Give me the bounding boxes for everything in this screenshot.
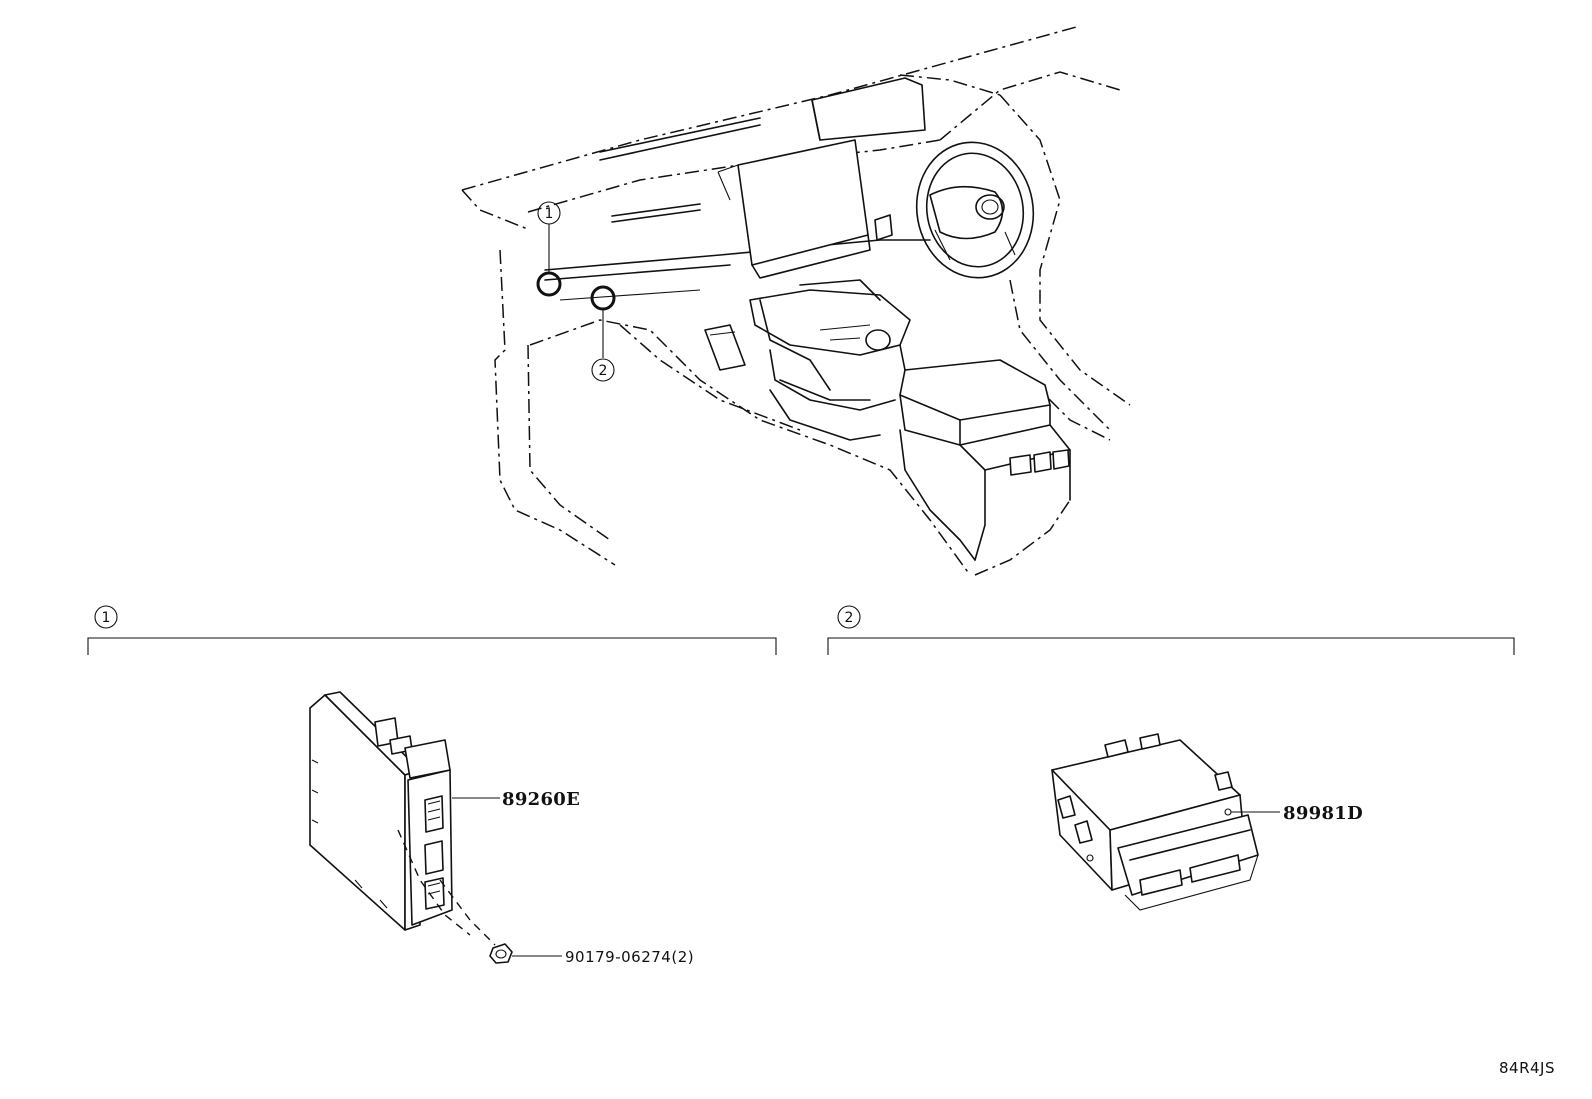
clip-90179-06274: 90179-06274(2) bbox=[489, 943, 694, 966]
ecu-module-89260e: 89260E bbox=[309, 691, 580, 946]
section-1-marker: 1 bbox=[102, 610, 111, 626]
location-marker-1 bbox=[536, 271, 562, 297]
diagram-code: 84R4JS bbox=[1499, 1059, 1555, 1077]
callout-1-label: 1 bbox=[545, 206, 554, 222]
section-1-header: 1 bbox=[87, 605, 777, 655]
location-marker-2 bbox=[590, 285, 616, 311]
section-2-marker: 2 bbox=[845, 610, 854, 626]
section-2-header: 2 bbox=[827, 605, 1515, 655]
callout-2-label: 2 bbox=[599, 363, 608, 379]
part-label-90179-06274: 90179-06274(2) bbox=[565, 948, 694, 966]
part-label-89981d: 89981D bbox=[1283, 803, 1363, 824]
dashboard-overview: 1 2 bbox=[461, 25, 1131, 576]
part-label-89260e: 89260E bbox=[502, 789, 580, 810]
ecu-module-89981d: 89981D bbox=[1051, 733, 1363, 911]
